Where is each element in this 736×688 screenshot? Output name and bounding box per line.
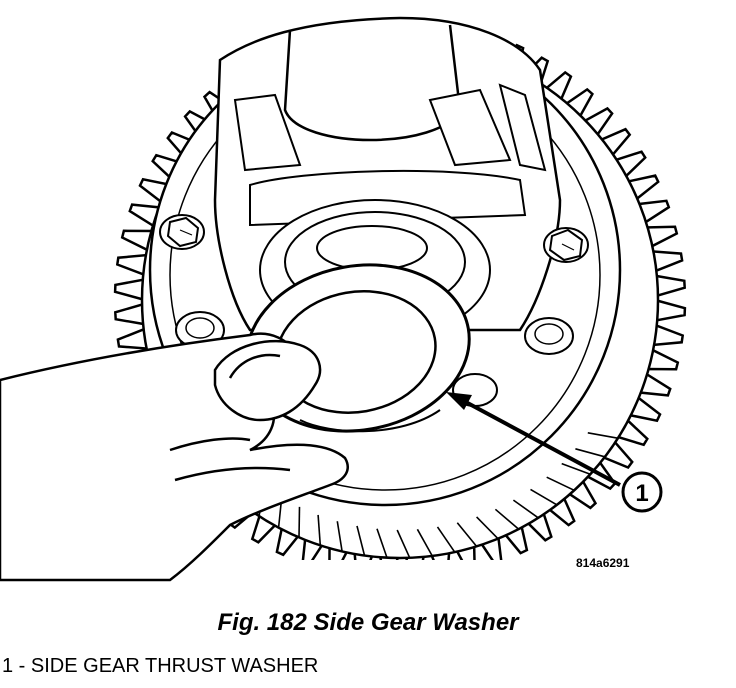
housing-window-right	[428, 88, 512, 167]
helical-tooth-line	[356, 525, 366, 556]
bolt-left	[159, 214, 205, 250]
bolt-hole-right	[524, 317, 574, 355]
housing-window-left	[233, 93, 302, 172]
helical-tooth-line	[530, 488, 558, 506]
helical-tooth-line	[336, 521, 343, 552]
side-gear-washer-illustration: 1	[0, 16, 687, 582]
hand	[0, 332, 349, 582]
figure-id-code: 814a6291	[576, 556, 630, 570]
callout-circle	[621, 471, 663, 513]
helical-tooth-line	[396, 529, 411, 559]
helical-tooth-line	[494, 508, 520, 530]
callout-leader-line	[461, 398, 621, 487]
helical-tooth-line	[587, 432, 618, 439]
helical-tooth-line	[512, 499, 539, 519]
helical-tooth-line	[546, 476, 575, 492]
callout-number: 1	[635, 480, 648, 507]
helical-tooth-line	[416, 528, 433, 557]
helical-tooth-line	[317, 514, 322, 546]
helical-tooth-line	[575, 448, 606, 458]
bolt-right	[543, 227, 589, 263]
figure-caption: Fig. 182 Side Gear Washer	[217, 609, 519, 636]
helical-tooth-line	[298, 506, 301, 538]
helical-tooth-line	[561, 462, 591, 475]
callout-arrowhead	[446, 392, 472, 410]
helical-tooth-line	[436, 526, 456, 553]
figure-legend: 1 - SIDE GEAR THRUST WASHER	[2, 655, 319, 677]
side-gear-hub	[316, 225, 428, 271]
helical-tooth-line	[476, 516, 499, 540]
housing-rib-right	[498, 83, 547, 172]
callout-1: 1	[446, 392, 663, 513]
helical-tooth-line	[376, 528, 388, 558]
helical-tooth-line	[456, 522, 478, 547]
